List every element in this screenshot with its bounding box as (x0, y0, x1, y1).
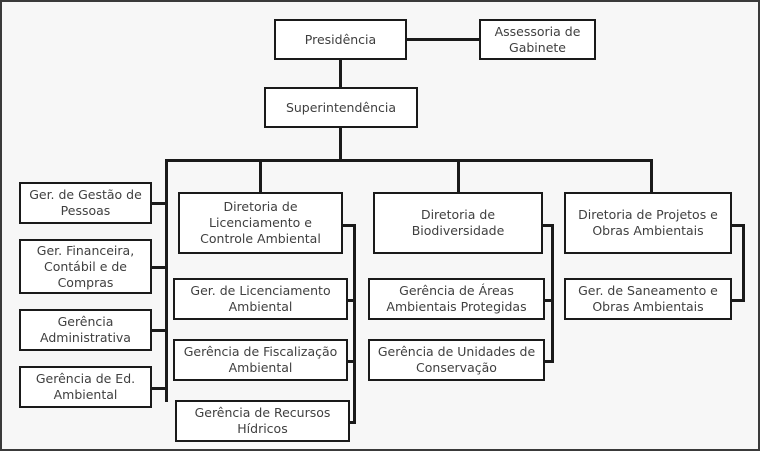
connector-col1-stub-4 (152, 387, 168, 390)
connector-col3-spine (551, 224, 554, 360)
node-gerencia-administrativa[interactable]: Gerência Administrativa (19, 309, 152, 351)
connector-col2-stub-1 (348, 299, 356, 302)
connector-col3-stub-1 (545, 299, 554, 302)
node-label-ger-licenciamento-ambiental: Ger. de Licenciamento Ambiental (190, 283, 331, 314)
connector-presidencia-to-assessoria (407, 38, 479, 41)
node-label-gerencia-ed-ambiental: Gerência de Ed. Ambiental (35, 371, 136, 402)
node-label-diretoria-biodiversidade: Diretoria de Biodiversidade (411, 207, 505, 238)
node-superintendencia[interactable]: Superintendência (264, 87, 418, 128)
connector-bus-drop-col2 (259, 159, 262, 192)
connector-level2-bus (165, 159, 653, 162)
node-ger-saneamento-obras[interactable]: Ger. de Saneamento e Obras Ambientais (564, 278, 732, 320)
node-label-gerencia-administrativa: Gerência Administrativa (40, 314, 131, 345)
node-gerencia-ed-ambiental[interactable]: Gerência de Ed. Ambiental (19, 366, 152, 408)
node-gerencia-unidades-conservacao[interactable]: Gerência de Unidades de Conservação (368, 339, 545, 381)
connector-col2-spine (353, 224, 356, 421)
connector-col3-stub-parent (543, 224, 554, 227)
connector-presidencia-drop (339, 60, 342, 87)
node-label-superintendencia: Superintendência (285, 99, 397, 115)
node-diretoria-licenciamento[interactable]: Diretoria de Licenciamento e Controle Am… (178, 192, 343, 254)
node-diretoria-projetos-obras[interactable]: Diretoria de Projetos e Obras Ambientais (564, 192, 732, 254)
node-ger-financeira[interactable]: Ger. Financeira, Contábil e de Compras (19, 239, 152, 294)
connector-bus-drop-col4 (650, 159, 653, 192)
connector-bus-drop-col3 (457, 159, 460, 192)
node-presidencia[interactable]: Presidência (274, 19, 407, 60)
connector-col1-stub-1 (152, 202, 168, 205)
node-gerencia-recursos-hidricos[interactable]: Gerência de Recursos Hídricos (175, 400, 350, 442)
node-label-ger-financeira: Ger. Financeira, Contábil e de Compras (36, 242, 135, 290)
node-label-gerencia-recursos-hidricos: Gerência de Recursos Hídricos (194, 405, 331, 436)
node-label-assessoria-de-gabinete: Assessoria de Gabinete (494, 23, 581, 55)
node-label-gerencia-areas-protegidas: Gerência de Áreas Ambientais Protegidas (386, 283, 527, 314)
connector-col1-stub-3 (152, 329, 168, 332)
node-gerencia-areas-protegidas[interactable]: Gerência de Áreas Ambientais Protegidas (368, 278, 545, 320)
connector-col3-stub-2 (545, 360, 554, 363)
node-label-diretoria-licenciamento: Diretoria de Licenciamento e Controle Am… (200, 199, 321, 246)
node-label-ger-saneamento-obras: Ger. de Saneamento e Obras Ambientais (578, 283, 718, 314)
connector-col2-stub-2 (348, 360, 356, 363)
node-label-diretoria-projetos-obras: Diretoria de Projetos e Obras Ambientais (578, 207, 718, 238)
node-ger-licenciamento-ambiental[interactable]: Ger. de Licenciamento Ambiental (173, 278, 348, 320)
connector-superintendencia-drop (339, 128, 342, 159)
connector-col4-stub-1 (732, 299, 745, 302)
node-assessoria-de-gabinete[interactable]: Assessoria de Gabinete (479, 19, 596, 60)
connector-bus-drop-col1 (165, 159, 168, 402)
connector-col2-stub-parent (343, 224, 356, 227)
connector-col4-stub-parent (732, 224, 745, 227)
node-diretoria-biodiversidade[interactable]: Diretoria de Biodiversidade (373, 192, 543, 254)
connector-col1-stub-2 (152, 266, 168, 269)
node-label-presidencia: Presidência (304, 31, 377, 47)
connector-col2-stub-3 (350, 421, 356, 424)
node-gerencia-fiscalizacao[interactable]: Gerência de Fiscalização Ambiental (173, 339, 348, 381)
node-label-gerencia-fiscalizacao: Gerência de Fiscalização Ambiental (183, 344, 338, 375)
node-label-ger-gestao-pessoas: Ger. de Gestão de Pessoas (29, 187, 142, 218)
node-label-gerencia-unidades-conservacao: Gerência de Unidades de Conservação (377, 344, 536, 375)
node-ger-gestao-pessoas[interactable]: Ger. de Gestão de Pessoas (19, 182, 152, 224)
connector-col4-spine (742, 224, 745, 299)
